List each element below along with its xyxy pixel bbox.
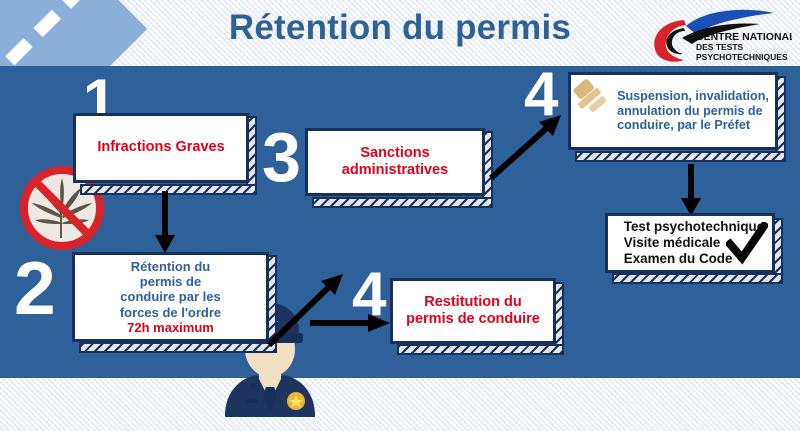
step-card-4-top-line2: annulation du permis de [617, 103, 763, 118]
step-card-4-top-line1: Suspension, invalidation, [617, 88, 769, 103]
requirements-shadow-bottom [612, 273, 783, 284]
step-number-2: 2 [14, 246, 56, 330]
step-card-4-top[interactable]: Suspension, invalidation, annulation du … [568, 72, 778, 150]
arrow-step4-to-requirements [681, 164, 701, 216]
step-card-3[interactable]: Sanctions administratives [305, 128, 485, 196]
logo-line2: DES TESTS [696, 42, 744, 52]
card4bottom-shadow-bottom [397, 344, 564, 355]
arrow-to-step4-bottom [310, 314, 390, 332]
requirements-line1: Test psychotechnique [623, 219, 765, 235]
requirements-line3: Examen du Code [623, 250, 733, 266]
step-card-4-top-line3: conduire, par le Préfet [617, 118, 751, 133]
card3-shadow-bottom [312, 197, 493, 208]
logo-line1: CENTRE NATIONAL [696, 31, 792, 43]
arrow-step2-to-step3 [266, 274, 343, 348]
card4top-shadow-bottom [575, 151, 786, 162]
step-card-2[interactable]: Rétention du permis de conduire par les … [72, 252, 269, 342]
step-card-2-line3: conduire par les [120, 289, 221, 305]
gavel-icon [573, 79, 607, 112]
brand-logo: CENTRE NATIONAL DES TESTS PSYCHOTECHNIQU… [640, 4, 796, 64]
card2-shadow-bottom [79, 342, 277, 353]
check-mark-icon [726, 222, 768, 265]
swoosh-logo-icon: CENTRE NATIONAL DES TESTS PSYCHOTECHNIQU… [654, 9, 796, 62]
step-card-1[interactable]: Infractions Graves [73, 113, 249, 183]
step-card-3-line2: administratives [341, 162, 449, 178]
infographic-panel: 1 Infractions Graves [0, 60, 800, 417]
logo-line3: PSYCHOTECHNIQUES [696, 52, 788, 62]
step-card-2-line1: Rétention du [130, 258, 211, 274]
card1-shadow-bottom [80, 184, 257, 195]
step-card-2-line2: permis de [139, 274, 202, 289]
arrow-step1-to-step2 [155, 191, 175, 253]
step-card-2-highlight: 72h maximum [127, 319, 214, 335]
step-card-4-bottom-line2: permis de conduire [406, 311, 540, 327]
page-title: Rétention du permis [228, 8, 572, 47]
requirements-line2: Visite médicale [623, 235, 721, 251]
step-number-4-top: 4 [524, 60, 559, 129]
step-card-1-text: Infractions Graves [97, 139, 225, 156]
step-number-3: 3 [262, 118, 301, 196]
step-card-4-bottom[interactable]: Restitution du permis de conduire [390, 278, 556, 344]
step-card-4-bottom-line1: Restitution du [424, 293, 522, 310]
arrow-step3-to-step4 [488, 115, 561, 181]
requirements-card[interactable]: Test psychotechnique Visite médicale Exa… [605, 213, 775, 273]
step-card-3-line1: Sanctions [360, 144, 430, 161]
step-card-2-line4: forces de l'ordre [119, 304, 222, 320]
